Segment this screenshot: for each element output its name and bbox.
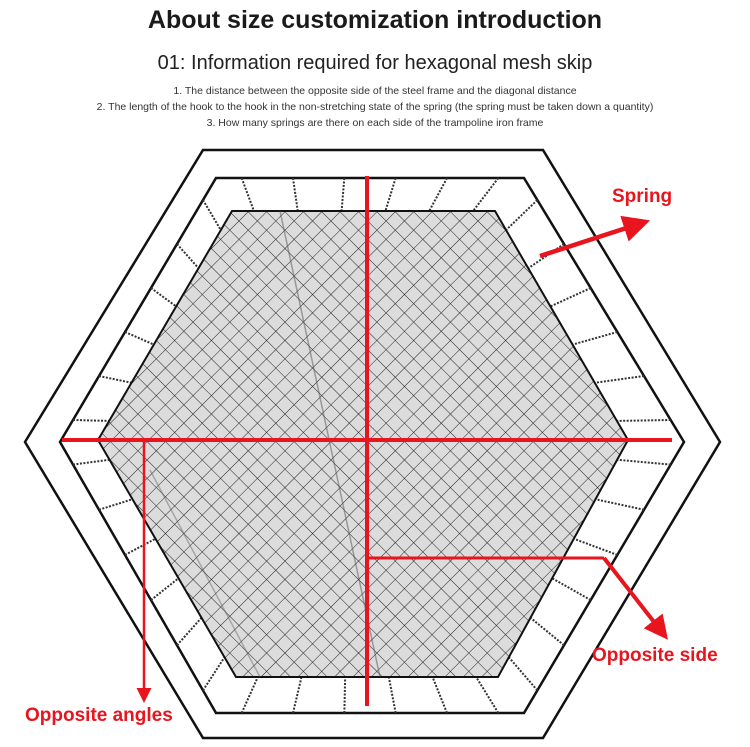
spring [616, 419, 671, 422]
spring [387, 676, 397, 714]
requirement-item: 1. The distance between the opposite sid… [173, 85, 577, 97]
spring [550, 287, 592, 308]
opposite-side-label: Opposite side [592, 645, 718, 666]
requirement-item: 2. The length of the hook to the hook in… [96, 101, 654, 113]
spring [72, 419, 110, 422]
spring [150, 287, 177, 308]
spring-label: Spring [612, 186, 673, 207]
spring [595, 498, 645, 511]
section-subtitle: 01: Information required for hexagonal m… [157, 52, 593, 74]
spring [428, 177, 448, 212]
spring [98, 498, 133, 511]
opposite-side-pointer [602, 556, 668, 640]
spring [124, 331, 155, 346]
requirement-item: 3. How many springs are there on each si… [206, 117, 544, 129]
spring [240, 676, 259, 714]
requirements-list: 1. The distance between the opposite sid… [0, 83, 750, 131]
spring-pointer [539, 215, 651, 259]
spring [202, 656, 226, 691]
spring [343, 676, 347, 714]
spring [202, 199, 222, 231]
spring [384, 177, 397, 212]
spring [617, 458, 671, 466]
opposite-angles-label: Opposite angles [25, 705, 173, 726]
spring [124, 537, 156, 556]
spring [529, 616, 565, 647]
mesh-shading [149, 211, 381, 677]
page-title: About size customization introduction [147, 6, 603, 34]
spring [240, 177, 255, 212]
spring [72, 458, 110, 466]
spring [505, 199, 539, 231]
spring [150, 577, 180, 601]
spring [573, 537, 618, 556]
spring [508, 656, 539, 692]
spring [572, 331, 618, 346]
spring [475, 676, 500, 714]
spring [431, 676, 448, 714]
spring [551, 577, 592, 601]
spring [176, 617, 203, 646]
spring [292, 676, 303, 714]
spring [176, 243, 200, 269]
spring [594, 375, 645, 384]
